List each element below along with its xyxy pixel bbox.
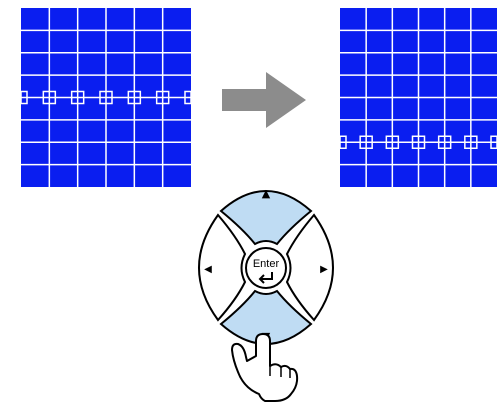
enter-button[interactable] — [245, 247, 287, 289]
pattern-square — [99, 90, 113, 105]
pattern-square — [20, 90, 28, 105]
screen-before — [20, 8, 192, 187]
pattern-square — [411, 135, 426, 149]
enter-label: Enter — [253, 258, 280, 270]
up-button[interactable] — [219, 190, 313, 246]
return-arrow-icon — [258, 272, 273, 284]
pattern-square — [490, 135, 498, 149]
up-arrow-icon: ▲ — [262, 187, 271, 200]
down-button[interactable] — [219, 289, 313, 345]
pattern-square — [42, 90, 57, 105]
right-arrow-icon — [222, 72, 306, 128]
pattern-square — [437, 135, 452, 149]
pattern-square — [385, 135, 400, 149]
pattern-square — [127, 90, 142, 105]
left-arrow-icon: ◀ — [204, 264, 212, 275]
right-arrow-icon: ▶ — [320, 264, 328, 275]
pattern-square — [359, 135, 373, 149]
pattern-square — [464, 135, 478, 149]
pattern-square — [339, 135, 347, 149]
pattern-square — [184, 90, 192, 105]
left-button[interactable] — [198, 213, 247, 322]
pattern-square — [155, 90, 170, 105]
pointing-hand-icon — [231, 333, 299, 402]
screen-after — [339, 8, 498, 187]
right-button[interactable] — [285, 213, 334, 322]
pattern-square — [70, 90, 85, 105]
remote-control-pad: ▲ ▼ ◀ ▶ Enter — [198, 187, 334, 345]
